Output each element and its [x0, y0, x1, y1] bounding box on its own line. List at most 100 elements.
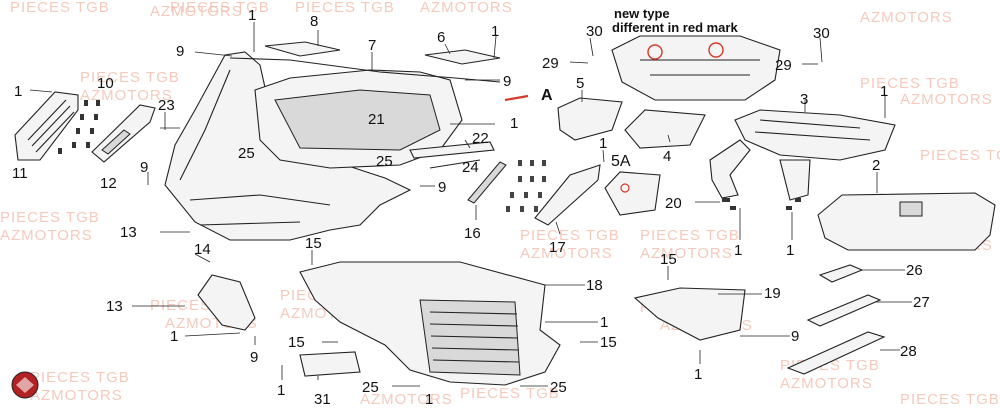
- callout-7: 7: [368, 37, 376, 54]
- watermark-text: PIECES TGB: [860, 75, 960, 92]
- callout-16: 16: [464, 225, 481, 242]
- callout-11: 11: [12, 165, 28, 182]
- watermark-text: AZMOTORS: [150, 3, 243, 20]
- callout-8: 8: [310, 13, 318, 30]
- brand-logo-mark: [16, 377, 34, 393]
- front-panel-edge: [179, 69, 331, 226]
- callout-29: 29: [775, 57, 792, 74]
- watermark-text: PIECES TGB: [80, 69, 180, 86]
- part-11-grille: [14, 91, 79, 161]
- new-type-note-detail: different in red mark: [612, 20, 738, 35]
- part-11-slots: [27, 99, 75, 153]
- watermark-text: PIECES TGB: [520, 227, 620, 244]
- watermark-text: AZMOTORS: [860, 9, 953, 26]
- callout-1: 1: [600, 314, 608, 331]
- callout-25: 25: [362, 379, 379, 396]
- callout-5: 5: [576, 75, 584, 92]
- part-10-screws: [58, 100, 100, 154]
- callout-1: 1: [491, 23, 499, 40]
- callout-a: A: [541, 87, 553, 104]
- new-type-red-mark-right: [708, 42, 724, 58]
- part-6-strip: [424, 49, 501, 65]
- watermark-text: AZMOTORS: [420, 0, 513, 16]
- callout-1: 1: [694, 366, 702, 383]
- callout-1: 1: [510, 115, 518, 132]
- part-17-panel: [534, 164, 601, 226]
- callout-9: 9: [176, 43, 184, 60]
- callout-19: 19: [764, 285, 781, 302]
- callout-23: 23: [158, 97, 175, 114]
- part-27-block: [806, 294, 882, 327]
- part-16-strip: [467, 161, 507, 204]
- part-3-stay: [779, 159, 811, 201]
- callout-15: 15: [288, 334, 305, 351]
- part-12-insert: [101, 129, 131, 155]
- part-3-console: [734, 109, 896, 161]
- watermark-text: PIECES TGB: [460, 385, 560, 402]
- part-5-cover: [557, 97, 623, 141]
- part-5a-cover: [604, 171, 661, 216]
- callout-28: 28: [900, 343, 917, 360]
- callout-4: 4: [663, 148, 671, 165]
- part-3-arm: [709, 139, 751, 199]
- part-26-block: [818, 264, 864, 283]
- part-3-ribs: [754, 119, 871, 141]
- arrow-a-red: [504, 94, 529, 102]
- callout-13: 13: [106, 298, 123, 315]
- callout-20: 20: [665, 195, 682, 212]
- part-14-panel: [197, 274, 256, 331]
- callout-30: 30: [813, 25, 830, 42]
- callout-25: 25: [238, 145, 255, 162]
- watermark-text: PIECES TGB: [295, 0, 395, 16]
- callout-21: 21: [368, 111, 385, 128]
- part-2-lid: [817, 192, 996, 251]
- part-19-panel: [633, 287, 746, 341]
- part-31-plate: [299, 351, 361, 377]
- callout-9: 9: [438, 179, 446, 196]
- new-type-red-mark-left: [647, 44, 663, 60]
- part-drawings: [11, 35, 996, 399]
- callout-22: 22: [472, 130, 489, 147]
- callout-31: 31: [314, 391, 331, 408]
- watermark-text: AZMOTORS: [360, 391, 453, 408]
- callout-1: 1: [170, 328, 178, 345]
- watermark-text: PIECES TGB: [10, 0, 110, 16]
- callout-1: 1: [277, 382, 285, 399]
- part-17-clips: [506, 160, 546, 212]
- part-4-cover: [624, 109, 706, 149]
- part-8-strip: [264, 41, 341, 57]
- callout-13: 13: [120, 224, 137, 241]
- callout-27: 27: [913, 294, 930, 311]
- callout-25: 25: [550, 379, 567, 396]
- callout-10: 10: [97, 75, 114, 92]
- callout-1: 1: [786, 242, 794, 259]
- callout-30: 30: [586, 23, 603, 40]
- callout-9: 9: [503, 73, 511, 90]
- callout-15: 15: [600, 334, 617, 351]
- watermark-text: AZMOTORS: [780, 375, 873, 392]
- callout-9: 9: [791, 328, 799, 345]
- part-18-grille: [419, 299, 521, 376]
- callout-1: 1: [14, 83, 22, 100]
- callout-1: 1: [599, 135, 607, 152]
- callout-1: 1: [248, 7, 256, 24]
- callout-15: 15: [305, 235, 322, 252]
- callout-9: 9: [140, 159, 148, 176]
- part-21-recess: [274, 89, 441, 151]
- callout-9: 9: [250, 349, 258, 366]
- watermark-text: PIECES TGB: [640, 227, 740, 244]
- new-type-inset: [611, 35, 781, 101]
- callout-18: 18: [586, 277, 603, 294]
- part-24-rod: [429, 159, 481, 169]
- callout-15: 15: [660, 251, 677, 268]
- part-28-block: [786, 331, 886, 375]
- callout-3: 3: [800, 91, 808, 108]
- watermark-text: AZMOTORS: [30, 387, 123, 404]
- callout-26: 26: [906, 262, 923, 279]
- watermark-text: PIECES TGB: [170, 0, 270, 16]
- watermark-text: AZMOTORS: [640, 245, 733, 262]
- callout-14: 14: [194, 241, 211, 258]
- part-2-latch: [899, 201, 923, 217]
- callout-17: 17: [549, 239, 566, 256]
